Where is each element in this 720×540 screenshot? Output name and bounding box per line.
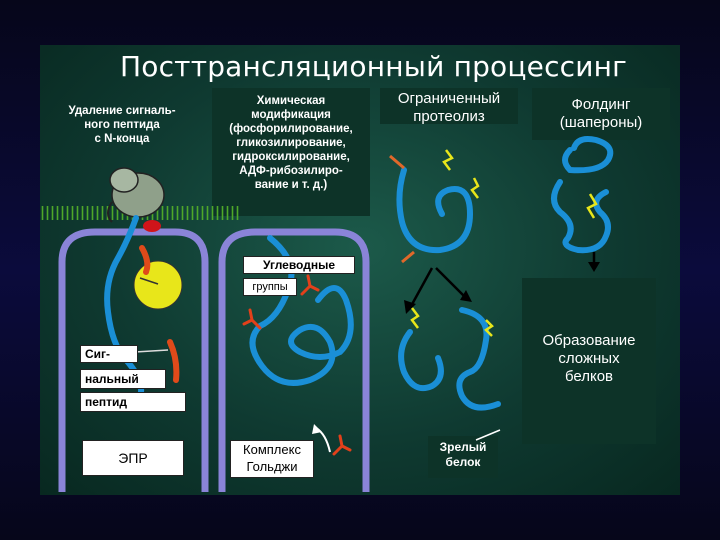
pointer-line (134, 349, 169, 353)
slide-title: Посттрансляционный процессинг (120, 50, 628, 83)
arrow-head-icon (588, 262, 600, 272)
pointer-line (139, 277, 159, 285)
signal-peptide-label-2: нальный (80, 369, 166, 389)
carbohydrate-group-icon (332, 434, 352, 456)
mature-protein-chain (456, 307, 501, 411)
golgi-compartment (218, 228, 370, 492)
chem-mod-line: Химическая (256, 95, 326, 107)
chem-mod-line: гликозилирование, (236, 137, 346, 149)
cleaved-signal-peptide (167, 339, 180, 383)
signal-removal-line: с N-конца (94, 133, 150, 145)
signal-removal-line: Удаление сигналь- (68, 105, 176, 117)
chaperone-spark-icon (586, 193, 598, 219)
chem-mod-line: АДФ-рибозилиро- (239, 165, 343, 177)
complex-proteins-line: сложных (558, 350, 620, 367)
carbohydrate-group-icon (300, 274, 320, 296)
cleavage-spark-icon (410, 307, 420, 329)
carb-groups-label: Углеводные (243, 256, 355, 274)
golgi-label-line: Комплекс (243, 442, 301, 457)
carbohydrate-group-icon (242, 308, 262, 330)
branch-arrow-right (435, 267, 467, 299)
golgi-label: Комплекс Гольджи (230, 440, 314, 478)
er-compartment (58, 228, 209, 492)
cleavage-spark-icon (442, 149, 454, 171)
folding-box (532, 88, 670, 140)
proteolysis-box (380, 88, 518, 124)
golgi-label-line: Гольджи (246, 459, 298, 474)
protease-icon (401, 250, 415, 264)
folding-line: Фолдинг (571, 96, 631, 113)
cleavage-spark-icon (470, 177, 480, 199)
arrow-head-icon (312, 424, 322, 434)
mature-protein-label: Зрелый белок (428, 440, 498, 470)
signal-removal-label: Удаление сигналь- ного пептида с N-конца (52, 104, 192, 146)
complex-proteins-line: белков (564, 368, 614, 385)
signal-peptidase-icon (133, 260, 183, 310)
proteolysis-label: Ограниченный протеолиз (378, 90, 520, 126)
chem-mod-line: модификация (251, 109, 331, 121)
mature-protein-box (428, 436, 498, 478)
complex-proteins-label: Образование сложных белков (522, 332, 656, 386)
signal-peptide-segment (139, 245, 151, 275)
cleavage-spark-icon (484, 319, 494, 337)
mature-protein-chain (398, 329, 444, 392)
folding-protein-chain (551, 179, 611, 254)
er-label: ЭПР (82, 440, 184, 476)
folding-label: Фолдинг (шапероны) (532, 96, 670, 132)
pointer-line (475, 429, 501, 441)
chem-mod-line: (фосфорилирование, (229, 123, 353, 135)
mature-protein-line: белок (445, 455, 481, 469)
protein-chain-golgi (249, 235, 354, 386)
chem-mod-label: Химическая модификация (фосфорилирование… (212, 94, 370, 192)
arrow-head-icon (460, 290, 472, 302)
chem-mod-box (212, 88, 370, 216)
folding-line: (шапероны) (559, 114, 643, 131)
complex-proteins-box (522, 278, 656, 444)
signal-peptide-label-3: пептид (80, 392, 186, 412)
signal-removal-line: ного пептида (84, 119, 160, 131)
proteolysis-line: Ограниченный (397, 90, 501, 107)
chem-mod-line: вание и т. д.) (254, 179, 328, 191)
complex-proteins-line: Образование (542, 332, 636, 349)
proteolysis-line: протеолиз (413, 108, 485, 125)
arrow-head-icon (404, 300, 416, 314)
branch-arrow-left (408, 267, 434, 309)
carb-groups-label-2: группы (243, 278, 297, 296)
folding-protein-chain (562, 136, 614, 174)
ribosome-icon (107, 167, 165, 232)
signal-peptide-label-1: Сиг- (80, 345, 138, 363)
chem-mod-line: гидроксилирование, (232, 151, 350, 163)
protease-icon (389, 154, 405, 170)
protein-chain-proteolysis (396, 167, 474, 254)
mature-protein-line: Зрелый (439, 440, 487, 454)
